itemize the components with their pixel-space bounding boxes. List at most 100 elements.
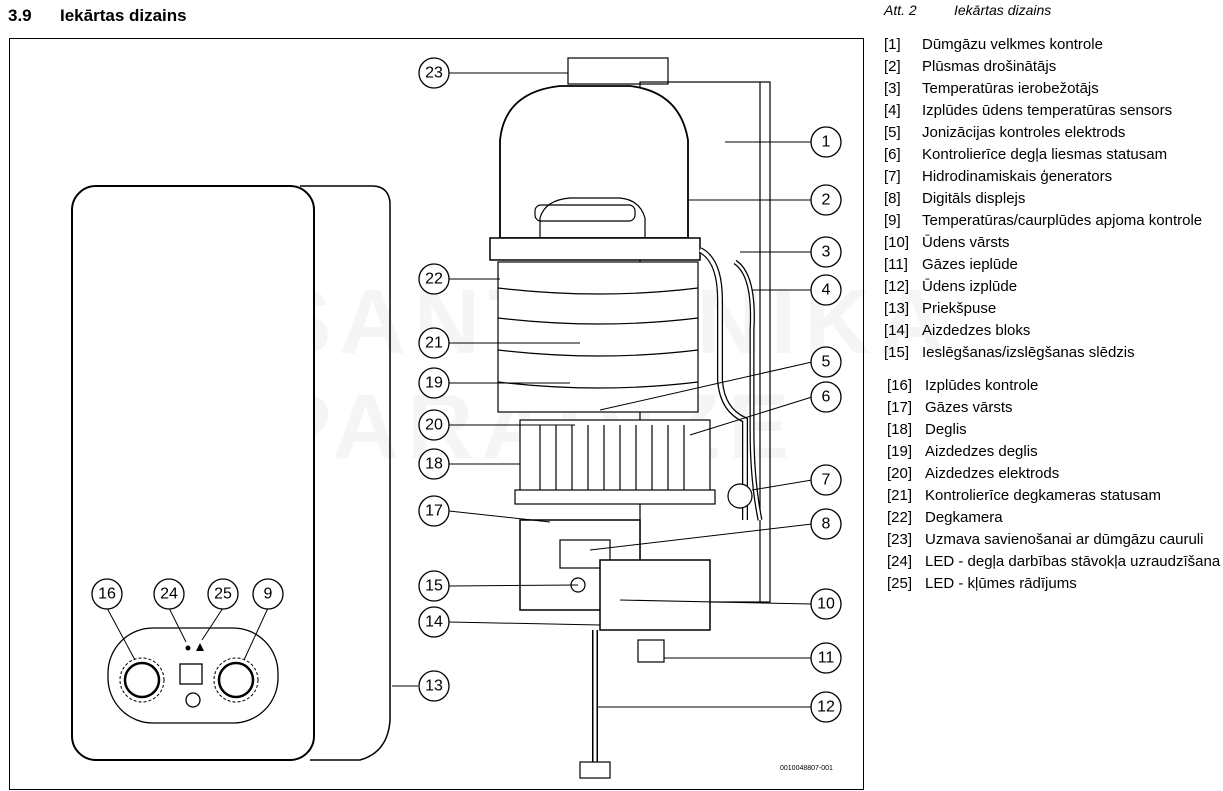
callout-label: 22 bbox=[425, 271, 443, 288]
callout-label: 5 bbox=[822, 354, 831, 371]
callout-label: 24 bbox=[160, 586, 178, 603]
legend-text: Hidrodinamiskais ģenerators bbox=[922, 168, 1113, 185]
section-title: Iekārtas dizains bbox=[60, 6, 187, 25]
legend-number: [16] bbox=[887, 377, 913, 394]
legend-text: Ūdens izplūde bbox=[922, 278, 1018, 295]
callout-9: 9 bbox=[252, 578, 284, 610]
legend-item: [25] LED - kļūmes rādījums bbox=[887, 573, 1223, 595]
callout-3: 3 bbox=[810, 236, 842, 268]
callout-label: 14 bbox=[425, 614, 443, 631]
legend-item: [15] Ieslēgšanas/izslēgšanas slēdzis bbox=[884, 342, 1220, 364]
legend-text: Izplūdes ūdens temperatūras sensors bbox=[922, 102, 1173, 119]
legend-text: LED - degļa darbības stāvokļa uzraudzīša… bbox=[925, 553, 1221, 570]
callout-label: 16 bbox=[98, 586, 116, 603]
callout-14: 14 bbox=[418, 606, 450, 638]
legend-text: Digitāls displejs bbox=[922, 190, 1026, 207]
callout-label: 21 bbox=[425, 335, 443, 352]
legend-item: [16] Izplūdes kontrole bbox=[887, 375, 1223, 397]
legend-text: Jonizācijas kontroles elektrods bbox=[922, 124, 1126, 141]
legend-number: [2] bbox=[884, 58, 901, 75]
legend-number: [3] bbox=[884, 80, 901, 97]
legend-text: Plūsmas drošinātājs bbox=[922, 58, 1057, 75]
legend-number: [9] bbox=[884, 212, 901, 229]
legend-number: [7] bbox=[884, 168, 901, 185]
callout-7: 7 bbox=[810, 464, 842, 496]
legend-number: [19] bbox=[887, 443, 913, 460]
document-id: 0010048807-001 bbox=[780, 765, 833, 772]
legend-number: [15] bbox=[884, 344, 910, 361]
callout-label: 15 bbox=[425, 578, 443, 595]
callout-label: 10 bbox=[817, 596, 835, 613]
legend-item: [23]Uzmava savienošanai ar dūmgāzu cauru… bbox=[887, 529, 1223, 551]
section-number: 3.9 bbox=[8, 6, 32, 25]
legend-text: Dūmgāzu velkmes kontrole bbox=[922, 36, 1103, 53]
callout-15: 15 bbox=[418, 570, 450, 602]
legend-text: Priekšpuse bbox=[922, 300, 997, 317]
legend-item: [24] LED - degļa darbības stāvokļa uzraud… bbox=[887, 551, 1223, 573]
legend-item: [14]Aizdedzes bloks bbox=[884, 320, 1220, 342]
callout-23: 23 bbox=[418, 57, 450, 89]
legend-item: [20] Aizdedzes elektrods bbox=[887, 463, 1223, 485]
callout-label: 11 bbox=[818, 650, 835, 667]
callout-label: 18 bbox=[425, 456, 443, 473]
callout-1: 1 bbox=[810, 126, 842, 158]
callout-label: 9 bbox=[264, 586, 273, 603]
legend-item: [9]Temperatūras/caurplūdes apjoma kontro… bbox=[884, 210, 1220, 232]
callout-label: 1 bbox=[822, 134, 831, 151]
callout-label: 13 bbox=[425, 678, 443, 695]
callout-label: 19 bbox=[425, 375, 443, 392]
callout-6: 6 bbox=[810, 381, 842, 413]
legend-number: [17] bbox=[887, 399, 913, 416]
legend-number: [18] bbox=[887, 421, 913, 438]
legend-item: [7] Hidrodinamiskais ģenerators bbox=[884, 166, 1220, 188]
legend-item: [2] Plūsmas drošinātājs bbox=[884, 56, 1220, 78]
callout-label: 3 bbox=[822, 244, 831, 261]
callout-label: 17 bbox=[425, 503, 443, 520]
legend-list-2: [16] Izplūdes kontrole [17]Gāzes vārsts [… bbox=[887, 375, 1223, 595]
legend-number: [25] bbox=[887, 575, 913, 592]
legend-item: [18] Deglis bbox=[887, 419, 1223, 441]
legend-number: [1] bbox=[884, 36, 901, 53]
callout-21: 21 bbox=[418, 327, 450, 359]
callout-24: 24 bbox=[153, 578, 185, 610]
section-heading: 3.9 Iekārtas dizains bbox=[8, 6, 187, 26]
legend-text: Kontrolierīce degļa liesmas statusam bbox=[922, 146, 1168, 163]
legend-text: Deglis bbox=[925, 421, 967, 438]
legend-text: Aizdedzes elektrods bbox=[925, 465, 1060, 482]
legend-item: [12] Ūdens izplūde bbox=[884, 276, 1220, 298]
legend-item: [3]Temperatūras ierobežotājs bbox=[884, 78, 1220, 100]
callout-label: 23 bbox=[425, 65, 443, 82]
legend-item: [17]Gāzes vārsts bbox=[887, 397, 1223, 419]
callout-16: 16 bbox=[91, 578, 123, 610]
legend-number: [12] bbox=[884, 278, 910, 295]
callout-label: 2 bbox=[822, 192, 831, 209]
callout-4: 4 bbox=[810, 274, 842, 306]
legend-text: Gāzes ieplūde bbox=[922, 256, 1018, 273]
legend-list-1: [1] Dūmgāzu velkmes kontrole [2] Plūsmas d… bbox=[884, 34, 1220, 364]
callout-label: 7 bbox=[822, 472, 831, 489]
legend-item: [8]Digitāls displejs bbox=[884, 188, 1220, 210]
legend-number: [20] bbox=[887, 465, 913, 482]
legend-item: [13] Priekšpuse bbox=[884, 298, 1220, 320]
legend-text: Ūdens vārsts bbox=[922, 234, 1010, 251]
legend-text: LED - kļūmes rādījums bbox=[925, 575, 1077, 592]
legend-text: Ieslēgšanas/izslēgšanas slēdzis bbox=[922, 344, 1135, 361]
legend-number: [11] bbox=[884, 256, 908, 273]
legend-item: [4]Izplūdes ūdens temperatūras sensors bbox=[884, 100, 1220, 122]
legend-text: Aizdedzes deglis bbox=[925, 443, 1038, 460]
legend-number: [13] bbox=[884, 300, 910, 317]
figure-title: Iekārtas dizains bbox=[954, 2, 1052, 18]
legend-number: [6] bbox=[884, 146, 901, 163]
figure-frame bbox=[9, 38, 864, 790]
callout-8: 8 bbox=[810, 508, 842, 540]
legend-number: [24] bbox=[887, 553, 913, 570]
legend-text: Degkamera bbox=[925, 509, 1003, 526]
callout-label: 20 bbox=[425, 417, 443, 434]
callout-25: 25 bbox=[207, 578, 239, 610]
legend-text: Izplūdes kontrole bbox=[925, 377, 1039, 394]
legend-item: [5]Jonizācijas kontroles elektrods bbox=[884, 122, 1220, 144]
legend-text: Uzmava savienošanai ar dūmgāzu cauruli bbox=[925, 531, 1204, 548]
legend-number: [21] bbox=[887, 487, 913, 504]
